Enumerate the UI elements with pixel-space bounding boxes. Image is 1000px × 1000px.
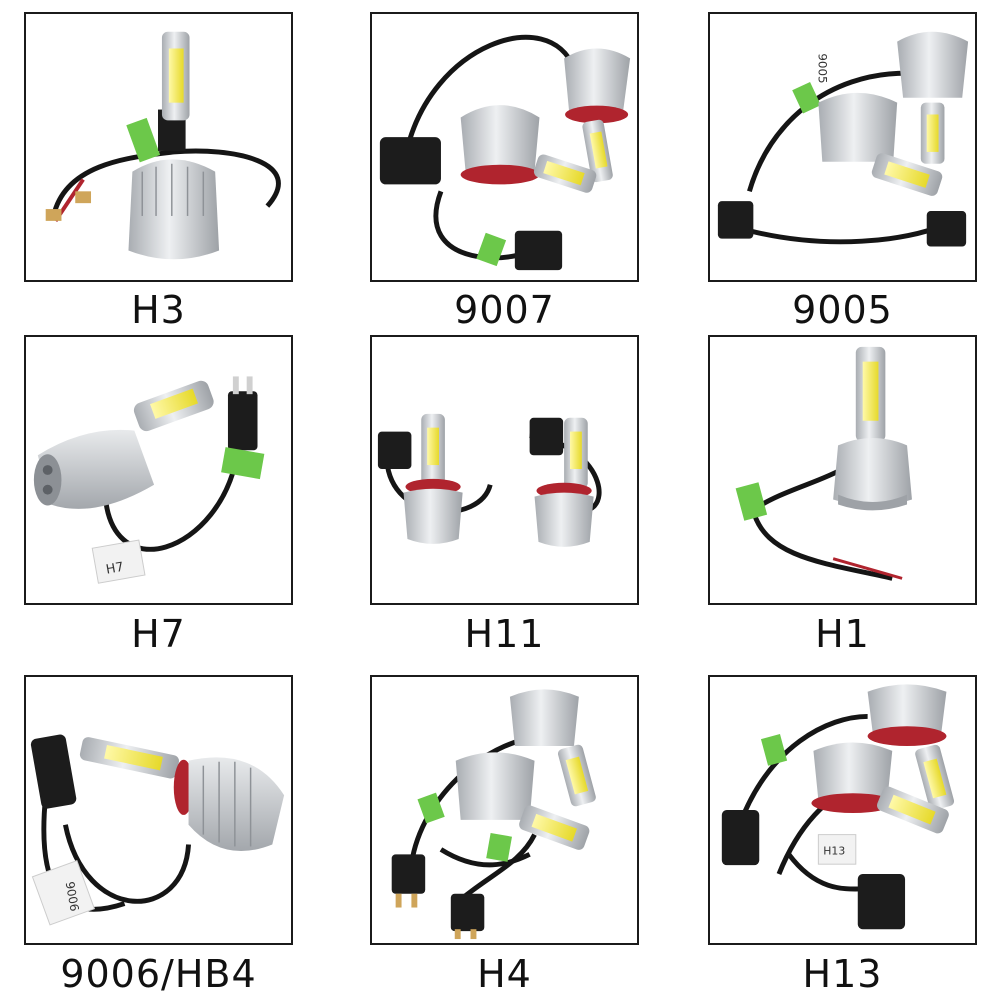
bulb-photo-h3 (24, 12, 293, 282)
bulb-photo-h13: H13 (708, 675, 977, 945)
sticker-9006: 9006 (63, 880, 82, 912)
sticker-h7: H7 (105, 560, 125, 578)
9005-bulb-illustration: 9005 (717, 31, 969, 247)
bulb-label: H1 (815, 612, 870, 656)
9007-bulb-illustration (379, 34, 631, 271)
h11-bulb-illustration (377, 413, 602, 547)
bulb-label: H11 (464, 612, 545, 656)
h7-bulb-illustration: H7 (33, 376, 265, 584)
h1-bulb-illustration (735, 346, 912, 581)
bulb-label: H13 (802, 952, 883, 996)
bulb-label: H3 (131, 288, 186, 332)
9006-bulb-illustration: 9006 (30, 734, 285, 926)
bulb-photo-9006: 9006 (24, 675, 293, 945)
bulb-photo-h1 (708, 335, 977, 605)
bulb-photo-h4 (370, 675, 639, 945)
bulb-label: H4 (477, 952, 532, 996)
h3-bulb-illustration (45, 31, 281, 260)
bulb-photo-9005: 9005 (708, 12, 977, 282)
bulb-photo-9007 (370, 12, 639, 282)
h13-bulb-illustration: H13 (721, 684, 955, 930)
bulb-label: 9007 (454, 288, 555, 332)
bulb-photo-h7: H7 (24, 335, 293, 605)
bulb-label: H7 (131, 612, 186, 656)
h4-bulb-illustration (391, 689, 596, 940)
bulb-photo-h11 (370, 335, 639, 605)
bulb-label: 9005 (792, 288, 893, 332)
bulb-label: 9006/HB4 (60, 952, 257, 996)
sticker-h13: H13 (823, 844, 845, 857)
sticker-9005: 9005 (815, 53, 829, 83)
